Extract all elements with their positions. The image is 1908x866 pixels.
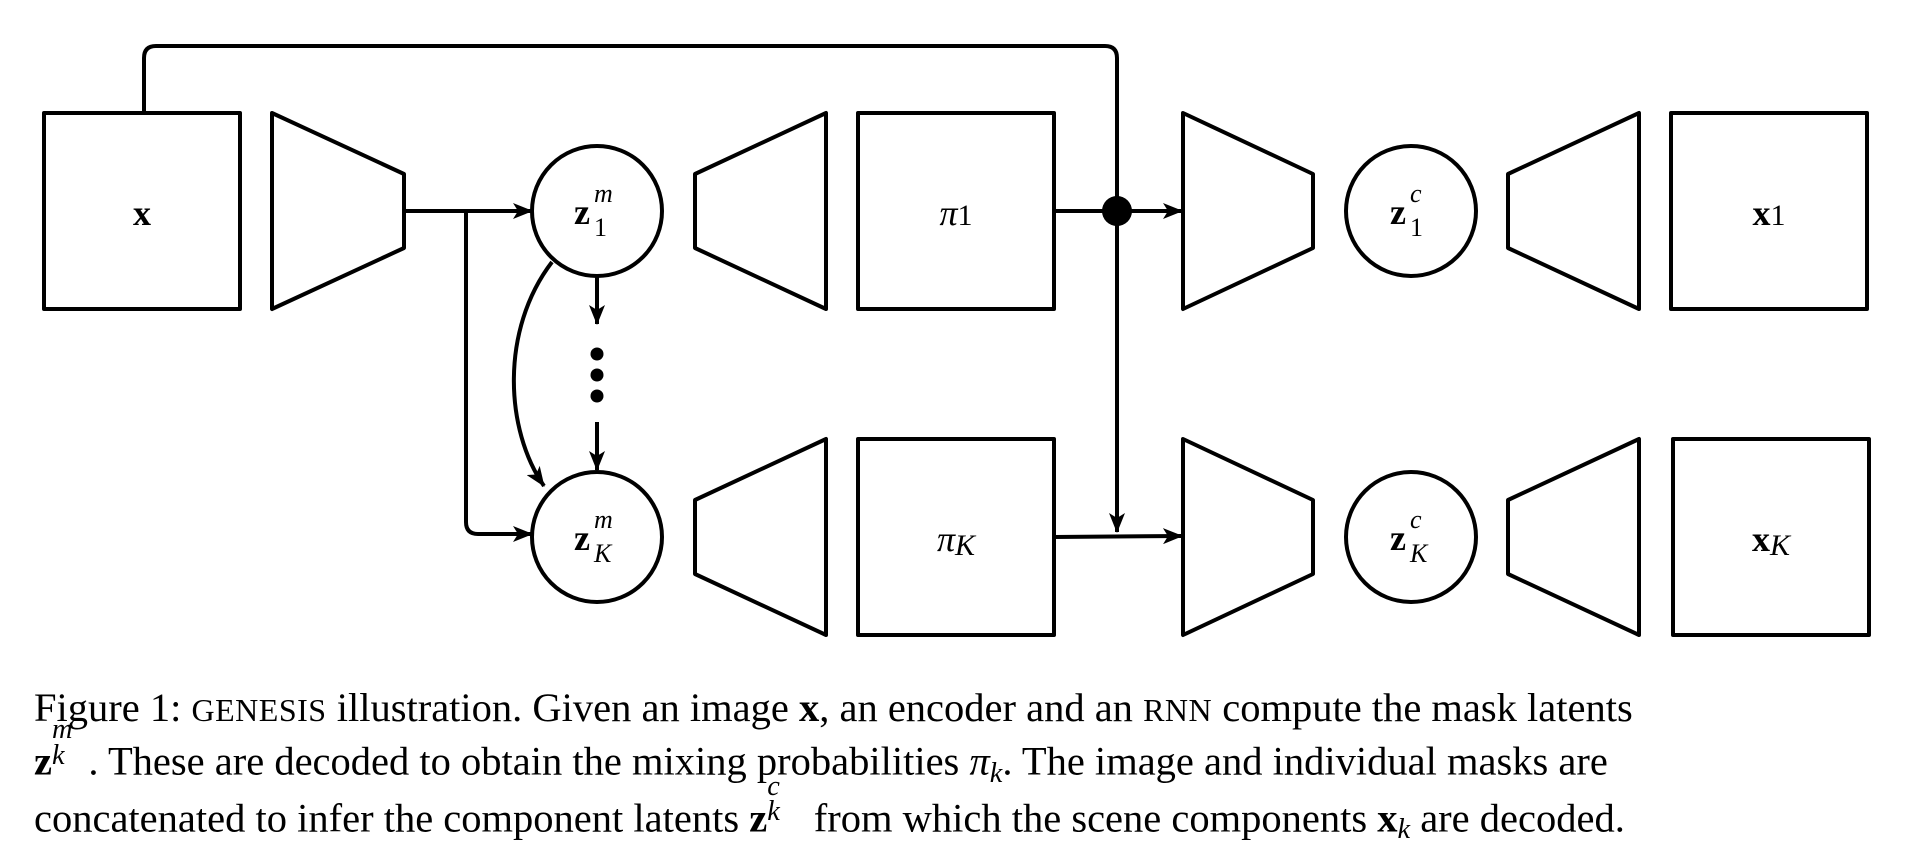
zc1-node — [1344, 144, 1478, 278]
zm1-sub: 1 — [594, 213, 607, 242]
math-pi-sub: k — [989, 757, 1003, 789]
xK-output-label: xK — [1752, 519, 1792, 562]
zcK-label: z — [1390, 518, 1406, 558]
zc1-label: z — [1390, 192, 1406, 232]
zcK-sub: K — [1409, 539, 1429, 568]
math-pi: π — [969, 738, 990, 784]
component-encoder-1-trapezoid — [1181, 111, 1315, 311]
ellipsis-dot-3 — [590, 389, 604, 403]
ellipsis-dot-2 — [590, 368, 604, 382]
skip-connection-line — [142, 44, 1125, 533]
xK-output-box — [1671, 437, 1871, 637]
math-z: z — [34, 738, 52, 784]
math-x: x — [798, 685, 820, 730]
component-decoder-1-trapezoid — [1506, 111, 1641, 311]
math-z: z — [749, 795, 768, 840]
caption-text: from which the scene components — [803, 795, 1378, 840]
caption-text: compute the mask latents — [1212, 685, 1633, 730]
math-x-sub: k — [1397, 814, 1411, 846]
pi1-label: π1 — [939, 193, 972, 233]
input-label: x — [133, 193, 151, 233]
zc1-sup: c — [1410, 179, 1422, 208]
caption-text: are decoded. — [1410, 795, 1625, 840]
zmK-sup: m — [594, 505, 613, 534]
caption-text: illustration. Given an image — [326, 685, 799, 730]
component-decoder-K-trapezoid — [1506, 437, 1641, 637]
mask-encoder-trapezoid — [270, 111, 406, 311]
rnn-smallcaps: RNN — [1143, 692, 1213, 728]
zm1-sup: m — [594, 179, 613, 208]
caption-line-3: concatenated to infer the component late… — [34, 770, 1880, 848]
caption-text: , an encoder and an — [819, 685, 1144, 730]
input-image-box — [42, 111, 242, 311]
x1-output-label: x1 — [1753, 193, 1786, 233]
x1-output-box — [1669, 111, 1869, 311]
mask-decoder-K-trapezoid — [693, 437, 828, 637]
zmK-node — [530, 470, 664, 604]
math-x: x — [1377, 795, 1398, 840]
caption-line-1: Figure 1: GENESIS illustration. Given an… — [34, 684, 1880, 734]
zmK-sub: K — [593, 539, 613, 568]
concat-junction-dot — [1102, 196, 1132, 226]
mask-decoder-1-trapezoid — [693, 111, 828, 311]
caption-text: . The image and individual masks are — [1002, 738, 1608, 784]
figure-caption: Figure 1: GENESIS illustration. Given an… — [34, 684, 1880, 847]
zc1-sub: 1 — [1410, 213, 1423, 242]
zm1-node — [530, 144, 664, 278]
encoder-to-zmK-arrow — [464, 211, 533, 542]
piK-to-encoder-arrow — [1053, 528, 1183, 545]
component-encoder-K-trapezoid — [1181, 437, 1315, 637]
zcK-sup: c — [1410, 505, 1422, 534]
zm1-label: z — [574, 192, 590, 232]
rnn-recurrence-arrow — [511, 260, 554, 488]
caption-text: Figure 1: — [34, 685, 192, 730]
caption-text: . These are decoded to obtain the mixing… — [88, 738, 970, 784]
zmK-label: z — [574, 518, 590, 558]
zcK-node — [1344, 470, 1478, 604]
piK-label: πK — [937, 519, 977, 562]
ellipsis-dot-1 — [590, 347, 604, 361]
caption-text: concatenated to infer the component late… — [34, 795, 750, 840]
genesis-smallcaps: GENESIS — [191, 692, 327, 728]
